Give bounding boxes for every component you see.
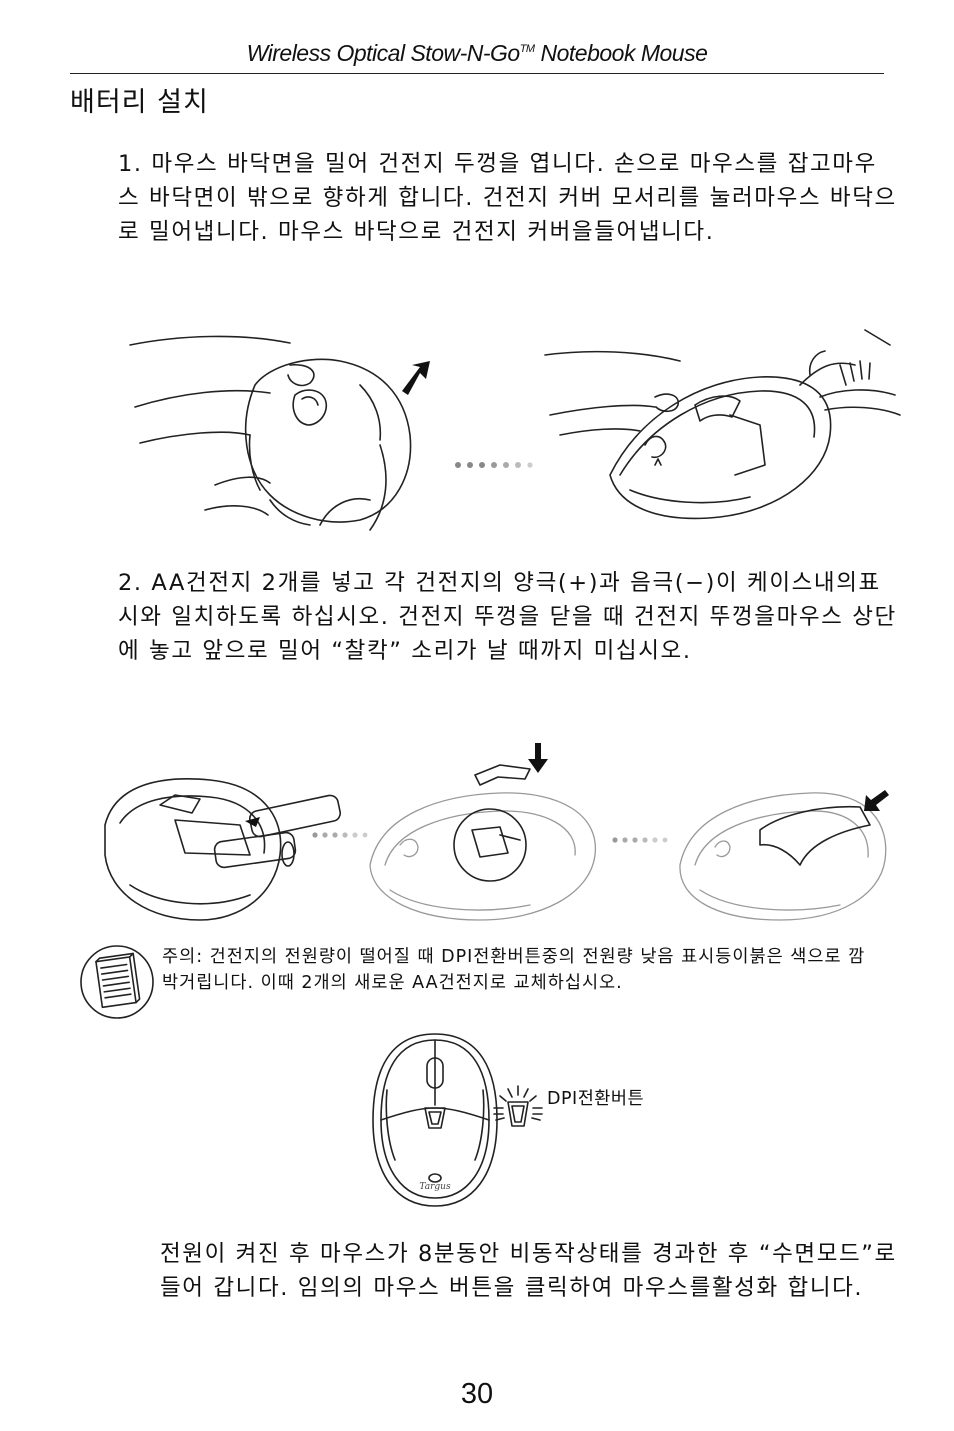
mouse-top-view xyxy=(372,1033,498,1207)
sleep-mode-text: 전원이 켜진 후 마우스가 8분동안 비동작상태를 경과한 후 “수면모드”로 … xyxy=(160,1241,897,1301)
note-icon xyxy=(80,945,154,1019)
step-1-text: 1. 마우스 바닥면을 밀어 건전지 두껑을 엽니다. 손으로 마우스를 잡고마… xyxy=(118,151,897,245)
dotted-connector xyxy=(312,832,368,838)
page-number: 30 xyxy=(460,1378,494,1410)
open-cover-illustration xyxy=(129,329,901,531)
brand-logo: Targus xyxy=(419,1182,451,1192)
section-title: 배터리 설치 xyxy=(70,87,209,118)
header-title: Wireless Optical Stow-N-Go xyxy=(246,40,521,66)
dpi-switch-label: DPI전환버튼 xyxy=(547,1089,645,1109)
header-rule xyxy=(70,73,884,74)
step-2-text: 2. AA건전지 2개를 넣고 각 건전지의 양극(+)과 음극(−)이 케이스… xyxy=(118,570,897,664)
dpi-button-icon xyxy=(493,1085,543,1127)
trademark-mark: TM xyxy=(519,43,535,55)
insert-battery-illustration xyxy=(104,743,889,921)
dotted-connector xyxy=(455,462,533,468)
header-title-suffix: Notebook Mouse xyxy=(534,40,708,66)
dotted-connector xyxy=(612,837,668,843)
running-header: Wireless Optical Stow-N-GoTM Notebook Mo… xyxy=(0,40,954,67)
note-text: 주의: 건전지의 전원량이 떨어질 때 DPI전환버튼중의 전원량 낮음 표시등… xyxy=(162,947,866,993)
